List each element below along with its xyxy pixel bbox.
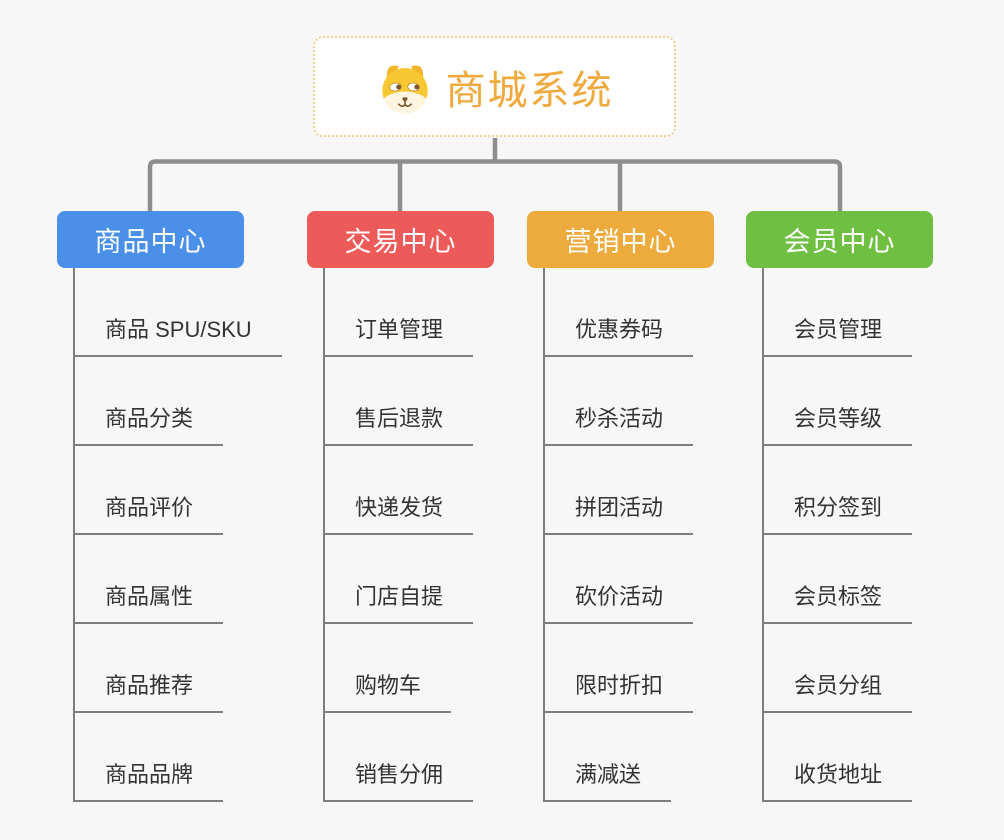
leaf-node[interactable]: 商品评价 xyxy=(73,493,224,535)
leaf-node[interactable]: 满减送 xyxy=(543,760,672,802)
leaf-node[interactable]: 会员分组 xyxy=(762,671,913,713)
leaf-node[interactable]: 砍价活动 xyxy=(543,582,694,624)
leaf-node[interactable]: 销售分佣 xyxy=(323,760,474,802)
leaf-node[interactable]: 门店自提 xyxy=(323,582,474,624)
leaf-node[interactable]: 会员标签 xyxy=(762,582,913,624)
leaf-node[interactable]: 限时折扣 xyxy=(543,671,694,713)
leaf-node[interactable]: 会员等级 xyxy=(762,404,913,446)
leaf-node[interactable]: 优惠券码 xyxy=(543,315,694,357)
root-node[interactable]: 商城系统 xyxy=(313,36,676,137)
root-title: 商城系统 xyxy=(445,68,614,113)
leaf-node[interactable]: 售后退款 xyxy=(323,404,474,446)
leaf-node[interactable]: 积分签到 xyxy=(762,493,913,535)
leaf-node[interactable]: 订单管理 xyxy=(323,315,474,357)
leaf-node[interactable]: 购物车 xyxy=(323,671,452,713)
branch-line-member xyxy=(762,268,764,802)
branch-node-marketing-center[interactable]: 营销中心 xyxy=(527,211,714,268)
leaf-node[interactable]: 秒杀活动 xyxy=(543,404,694,446)
leaf-node[interactable]: 会员管理 xyxy=(762,315,913,357)
branch-line-product xyxy=(73,268,75,802)
leaf-node[interactable]: 商品分类 xyxy=(73,404,224,446)
leaf-node[interactable]: 收货地址 xyxy=(762,760,913,802)
branch-line-marketing xyxy=(543,268,545,802)
branch-node-trade-center[interactable]: 交易中心 xyxy=(307,211,494,268)
leaf-node[interactable]: 商品推荐 xyxy=(73,671,224,713)
dog-face-icon xyxy=(381,64,428,113)
branch-node-product-center[interactable]: 商品中心 xyxy=(57,211,244,268)
branch-node-member-center[interactable]: 会员中心 xyxy=(746,211,933,268)
branch-line-trade xyxy=(323,268,325,802)
leaf-node[interactable]: 商品品牌 xyxy=(73,760,224,802)
leaf-node[interactable]: 快递发货 xyxy=(323,493,474,535)
leaf-node[interactable]: 商品属性 xyxy=(73,582,224,624)
leaf-node[interactable]: 拼团活动 xyxy=(543,493,694,535)
connector-bus xyxy=(147,159,843,213)
leaf-node[interactable]: 商品 SPU/SKU xyxy=(73,315,282,357)
